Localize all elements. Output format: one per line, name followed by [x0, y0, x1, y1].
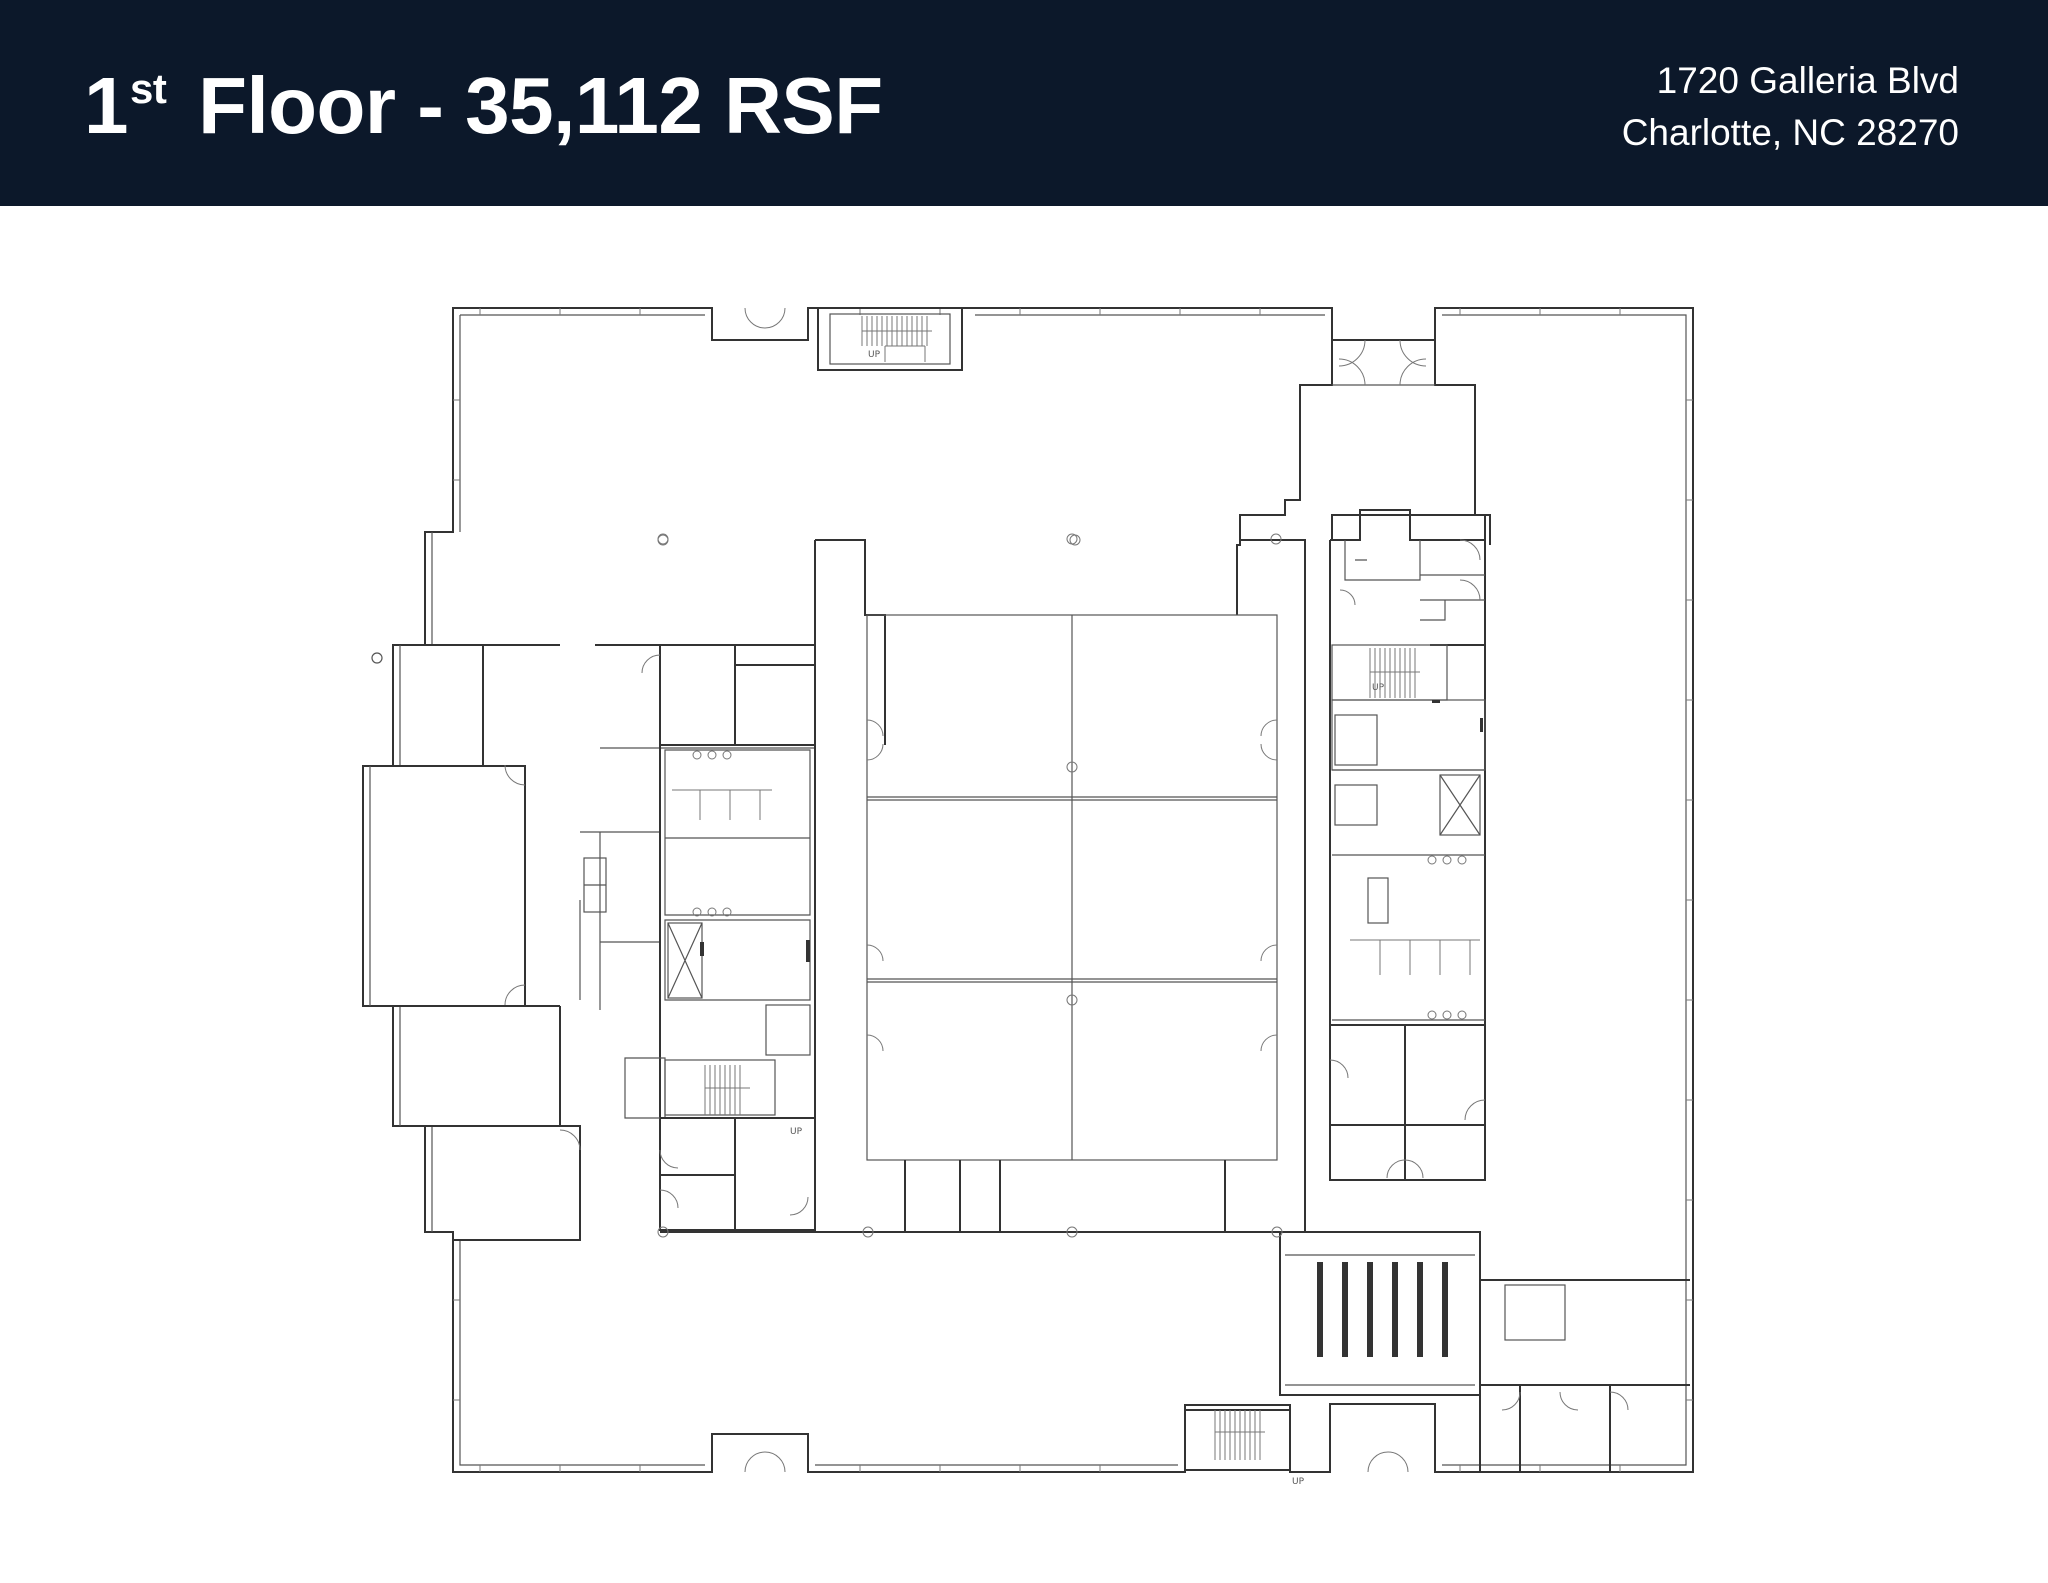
stair-up-label-4: UP	[1292, 1477, 1305, 1487]
stair-up-label-3: UP	[1372, 683, 1385, 693]
floor-plan-drawing: UP UP	[362, 307, 1694, 1487]
structural-columns	[657, 534, 1283, 1238]
core-right: UP	[1329, 509, 1486, 1026]
address-block: 1720 Galleria Blvd Charlotte, NC 28270	[1622, 55, 1959, 159]
stair-up-label: UP	[868, 350, 881, 360]
floor-plan: UP UP	[0, 206, 2048, 1583]
floor-area: Floor - 35,112 RSF	[176, 61, 883, 150]
stair-top: UP	[817, 307, 963, 371]
bottom-right-core: UP	[1184, 1231, 1690, 1487]
page-title: 1st Floor - 35,112 RSF	[84, 58, 883, 154]
core-left: UP	[624, 539, 886, 1231]
floor-suffix: st	[130, 65, 167, 112]
right-offices	[1329, 1024, 1486, 1181]
vestibule-top-left	[744, 307, 1409, 1473]
upper-right-rooms	[1331, 514, 1486, 640]
central-conference-block	[657, 533, 1306, 1238]
header-banner: 1st Floor - 35,112 RSF 1720 Galleria Blv…	[0, 0, 2048, 206]
floor-number: 1	[84, 61, 129, 150]
address-city: Charlotte, NC 28270	[1621, 112, 1959, 153]
vestibule-top-right	[1236, 339, 1491, 615]
stair-up-label-2: UP	[790, 1127, 803, 1137]
address-street: 1720 Galleria Blvd	[1656, 60, 1959, 101]
building-perimeter	[362, 307, 1694, 1473]
west-wing-offices	[371, 644, 815, 1241]
